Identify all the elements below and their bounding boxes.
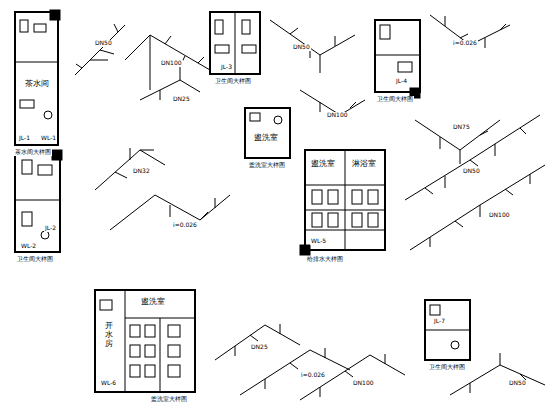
drawing-title: 卫生间大样图 xyxy=(214,78,252,85)
drawing-title: 茶水间大样图 xyxy=(14,149,52,156)
pipe-tag: JL-7 xyxy=(433,318,446,325)
dimension: i=0.026 xyxy=(300,372,326,379)
drawing-title: 卫生间大样图 xyxy=(428,364,466,371)
dimension: DN50 xyxy=(508,380,527,387)
dimension: DN50 xyxy=(292,44,311,51)
dimension: DN32 xyxy=(132,168,151,175)
dimension: DN100 xyxy=(326,112,349,119)
drawing-title: 卫生间大样图 xyxy=(16,256,54,263)
pipe-tag: JL-3 xyxy=(220,64,233,71)
drawing-title: 卫生间大样图 xyxy=(376,96,414,103)
pipe-tag: JL-2 xyxy=(44,225,57,232)
dimension: DN25 xyxy=(172,96,191,103)
room-label: 开水房 xyxy=(104,322,114,348)
dimension: DN75 xyxy=(452,124,471,131)
room-label: 盥洗室 xyxy=(140,298,166,307)
pipe-tag: WL-5 xyxy=(310,238,327,245)
drawing-title: 给排水大样图 xyxy=(306,256,344,263)
drawing-title: 盥洗室大样图 xyxy=(150,396,188,403)
drawing-title: 盥洗室大样图 xyxy=(248,162,286,169)
pipe-tag: WL-2 xyxy=(20,243,37,250)
dimension: DN100 xyxy=(488,212,511,219)
room-label: 淋浴室 xyxy=(351,160,377,169)
pipe-tag: JL-4 xyxy=(395,78,408,85)
dimension: DN100 xyxy=(160,60,183,67)
pipe-tag: WL-1 xyxy=(40,135,57,142)
room-plan xyxy=(15,12,58,145)
pipe-tag: WL-6 xyxy=(100,380,117,387)
room-label: 茶水间 xyxy=(24,80,50,89)
pipe-tag: JL-1 xyxy=(18,135,31,142)
dimension: i=0.026 xyxy=(452,40,478,47)
room-label: 盥洗室 xyxy=(253,134,279,143)
dimension: i=0.026 xyxy=(172,222,198,229)
dimension: DN100 xyxy=(352,380,375,387)
dimension: DN50 xyxy=(462,168,481,175)
dimension: DN50 xyxy=(94,40,113,47)
dimension: DN25 xyxy=(250,344,269,351)
room-label: 盥洗室 xyxy=(310,160,336,169)
